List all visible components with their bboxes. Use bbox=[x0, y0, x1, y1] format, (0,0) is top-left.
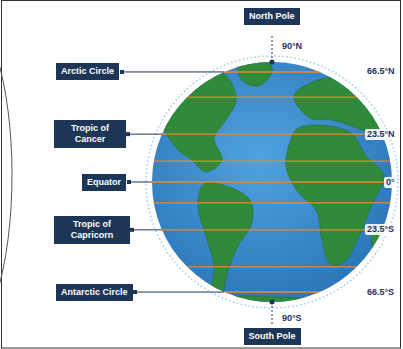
leader-lines bbox=[120, 70, 224, 294]
latitude-line bbox=[147, 266, 397, 267]
label-text: Tropic of Capricorn bbox=[59, 219, 125, 241]
latitude-line bbox=[147, 229, 397, 230]
label-box: Tropic of Cancer bbox=[54, 120, 126, 148]
latitude-value: 0° bbox=[384, 177, 397, 188]
latitude-value: 90°S bbox=[280, 313, 304, 324]
continent bbox=[286, 125, 384, 265]
pole-axis bbox=[272, 306, 273, 326]
cropped-arc bbox=[0, 7, 12, 343]
continent bbox=[294, 75, 396, 132]
label-text: Tropic of Cancer bbox=[59, 123, 121, 145]
pole-dot bbox=[270, 300, 275, 305]
continents bbox=[146, 56, 396, 345]
leader-line bbox=[120, 71, 224, 72]
label-text: South Pole bbox=[249, 331, 296, 342]
continent bbox=[155, 294, 385, 345]
leader-dot bbox=[126, 132, 130, 136]
label-text: Antarctic Circle bbox=[61, 287, 128, 298]
label-box: Equator bbox=[82, 174, 126, 191]
leader-line bbox=[133, 292, 224, 293]
latitude-line bbox=[147, 202, 397, 203]
latitude-lines bbox=[147, 72, 397, 292]
leader-dot bbox=[130, 228, 134, 232]
leader-dot bbox=[127, 180, 131, 184]
globe-ring bbox=[146, 56, 398, 308]
latitude-value: 66.5°S bbox=[365, 287, 396, 298]
pole-axis bbox=[272, 36, 273, 58]
label-text: Equator bbox=[87, 177, 121, 188]
latitude-line bbox=[147, 160, 397, 161]
leader-line bbox=[126, 134, 162, 135]
continent bbox=[198, 183, 253, 301]
continent bbox=[146, 56, 236, 172]
label-box: South Pole bbox=[244, 328, 301, 345]
latitude-line bbox=[147, 96, 397, 97]
label-box: Arctic Circle bbox=[56, 63, 119, 80]
leader-line bbox=[130, 229, 162, 230]
label-text: North Pole bbox=[249, 11, 295, 22]
latitude-value: 90°N bbox=[280, 41, 304, 52]
latitude-value: 66.5°N bbox=[365, 66, 397, 77]
leader-dot bbox=[120, 70, 124, 74]
label-box: North Pole bbox=[244, 8, 300, 25]
latitude-line bbox=[147, 181, 397, 182]
latitude-line bbox=[147, 133, 397, 134]
latitude-value: 23.5°S bbox=[365, 224, 396, 235]
label-box: Antarctic Circle bbox=[56, 284, 133, 301]
leader-dot bbox=[133, 290, 137, 294]
latitude-value: 23.5°N bbox=[365, 129, 397, 140]
label-box: Tropic of Capricorn bbox=[54, 216, 130, 244]
pole-dot bbox=[270, 60, 275, 65]
label-text: Arctic Circle bbox=[61, 66, 114, 77]
